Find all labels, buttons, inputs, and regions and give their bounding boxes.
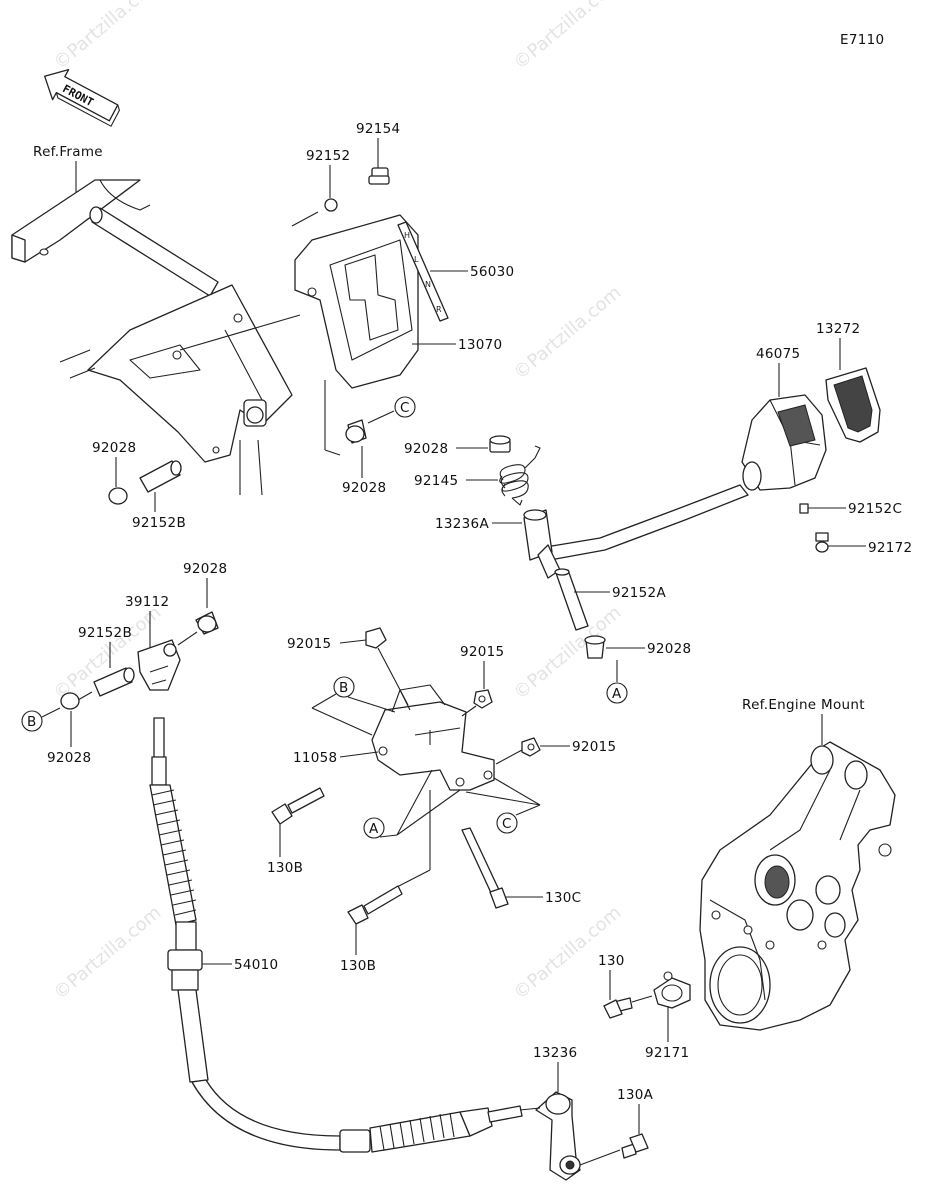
- label-92152B-b: 92152B: [78, 625, 132, 641]
- pin-92152C: [799, 503, 809, 514]
- label-56030: 56030: [470, 264, 514, 280]
- watermark: ©Partzilla.com: [50, 0, 166, 74]
- bolt-130C: [461, 827, 509, 909]
- label-130C: 130C: [545, 890, 581, 906]
- bushing-92028-g: [60, 692, 80, 710]
- label-130B-a: 130B: [267, 860, 303, 876]
- cable-54010: [149, 717, 523, 1153]
- bolt-92154: [368, 167, 390, 185]
- bracket-11058: [371, 684, 495, 791]
- frame-assembly: [11, 179, 293, 496]
- front-arrow-icon: FRONT: [44, 69, 120, 127]
- svg-text:B: B: [339, 680, 349, 696]
- svg-text:B: B: [27, 714, 37, 730]
- svg-text:N: N: [425, 280, 431, 289]
- shift-gate-13070: [294, 214, 419, 389]
- callout-b-mid: B: [333, 676, 355, 698]
- bushing-92028-c: [345, 419, 367, 444]
- label-92028-g: 92028: [47, 750, 91, 766]
- bushing-92028-e: [584, 635, 606, 659]
- svg-text:C: C: [400, 400, 410, 416]
- watermark: ©Partzilla.com: [510, 282, 626, 384]
- nut-92015-c: [521, 737, 541, 757]
- label-11058: 11058: [293, 750, 337, 766]
- label-92171: 92171: [645, 1045, 689, 1061]
- svg-text:L: L: [414, 255, 419, 264]
- label-92172: 92172: [868, 540, 912, 556]
- spring-92145: [499, 445, 541, 506]
- label-92028-a: 92028: [92, 440, 136, 456]
- bolt-130: [603, 997, 633, 1019]
- label-92152A: 92152A: [612, 585, 666, 601]
- label-92154: 92154: [356, 121, 400, 137]
- watermark: ©Partzilla.com: [510, 0, 626, 74]
- label-92152B-a: 92152B: [132, 515, 186, 531]
- label-92015-b: 92015: [460, 644, 504, 660]
- callout-c-upper: C: [394, 396, 416, 418]
- engine-mount-assembly: [699, 741, 896, 1031]
- bushing-92028-f: [195, 611, 219, 635]
- ref-engine-mount-label: Ref.Engine Mount: [742, 697, 865, 713]
- label-92152C: 92152C: [848, 501, 902, 517]
- bolt-130A: [621, 1133, 649, 1159]
- label-13236A: 13236A: [435, 516, 489, 532]
- bushing-92028-a: [108, 487, 128, 505]
- bushing-92028-d: [489, 435, 511, 453]
- clamp-92171: [653, 971, 691, 1009]
- svg-text:A: A: [612, 686, 622, 702]
- label-39112: 39112: [125, 594, 169, 610]
- label-92028-e: 92028: [647, 641, 691, 657]
- callout-c-mid: C: [496, 812, 518, 834]
- watermark: ©Partzilla.com: [50, 902, 166, 1004]
- diagram-code: E7110: [840, 32, 884, 48]
- joint-39112: [137, 639, 181, 691]
- label-92028-d: 92028: [404, 441, 448, 457]
- label-54010: 54010: [234, 957, 278, 973]
- arm-13236: [519, 1091, 581, 1181]
- label-130A: 130A: [617, 1087, 654, 1103]
- callout-b-left: B: [21, 710, 43, 732]
- screw-92172: [815, 532, 829, 553]
- pin-92152B-b: [93, 667, 135, 697]
- cap-13272: [825, 367, 881, 443]
- callout-a-mid: A: [363, 817, 385, 839]
- label-130: 130: [598, 953, 625, 969]
- label-13272: 13272: [816, 321, 860, 337]
- svg-text:C: C: [502, 816, 512, 832]
- label-92015-c: 92015: [572, 739, 616, 755]
- label-92145: 92145: [414, 473, 458, 489]
- callout-a-upper: A: [606, 682, 628, 704]
- label-92028-c: 92028: [342, 480, 386, 496]
- label-13236: 13236: [533, 1045, 577, 1061]
- nut-92015-b: [473, 689, 493, 709]
- pin-92152A: [554, 568, 589, 631]
- collar-92152: [324, 198, 338, 212]
- svg-text:R: R: [436, 305, 442, 314]
- svg-text:A: A: [369, 821, 379, 837]
- pin-92152B-a: [139, 460, 182, 493]
- label-13070: 13070: [458, 337, 502, 353]
- label-46075: 46075: [756, 346, 800, 362]
- label-92028-f: 92028: [183, 561, 227, 577]
- bolt-130B-a: [271, 787, 325, 825]
- nut-92015-a: [365, 627, 387, 649]
- svg-text:H: H: [404, 231, 410, 240]
- knob-46075: [741, 394, 827, 491]
- label-92152: 92152: [306, 148, 350, 164]
- indicator-56030: H L N R: [397, 221, 449, 322]
- bolt-130B-b: [347, 885, 403, 925]
- label-92015-a: 92015: [287, 636, 331, 652]
- lever-13236A: [523, 484, 749, 579]
- label-130B-b: 130B: [340, 958, 376, 974]
- ref-frame-label: Ref.Frame: [33, 144, 103, 160]
